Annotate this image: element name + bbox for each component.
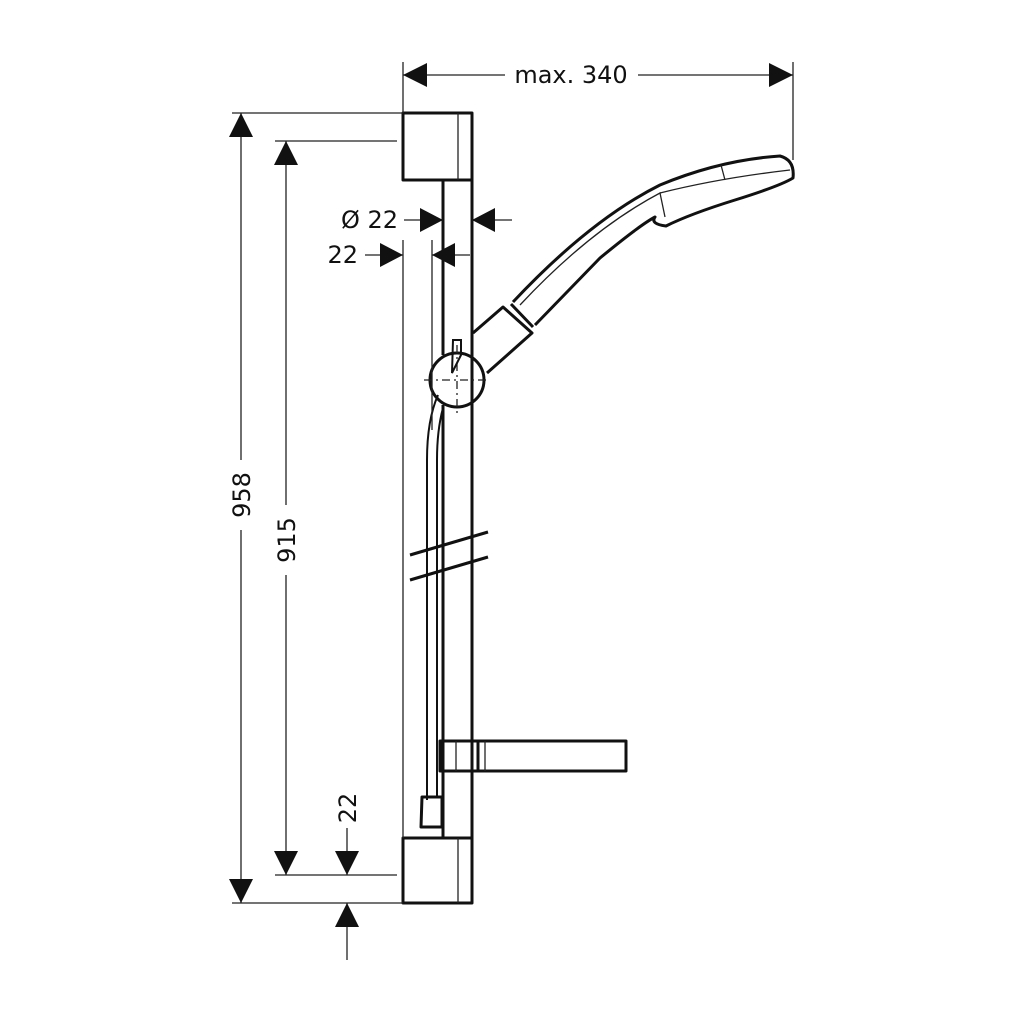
bracket-spacing-label: 915	[273, 517, 301, 563]
shower-rail	[441, 180, 474, 838]
wall-offset-label: 22	[327, 241, 358, 269]
soap-dish	[438, 739, 628, 773]
dimension-max-reach: max. 340	[402, 61, 794, 160]
pipe-diameter-label: Ø 22	[341, 206, 398, 234]
dimension-bracket-spacing: 915	[273, 140, 397, 876]
overall-height-label: 958	[228, 472, 256, 518]
break-lines	[409, 530, 489, 582]
dimension-wall-offset: 22	[327, 240, 470, 838]
dimension-bottom-offset: 22	[334, 793, 362, 960]
shower-hose	[419, 394, 444, 829]
bottom-wall-bracket	[401, 836, 474, 905]
max-reach-label: max. 340	[514, 61, 627, 89]
hand-shower	[472, 154, 795, 375]
top-wall-bracket	[401, 111, 474, 182]
slider-holder	[424, 339, 490, 415]
dimension-overall-height: 958	[228, 112, 403, 904]
bottom-offset-label: 22	[334, 793, 362, 824]
dimension-pipe-diameter: Ø 22	[341, 206, 512, 234]
